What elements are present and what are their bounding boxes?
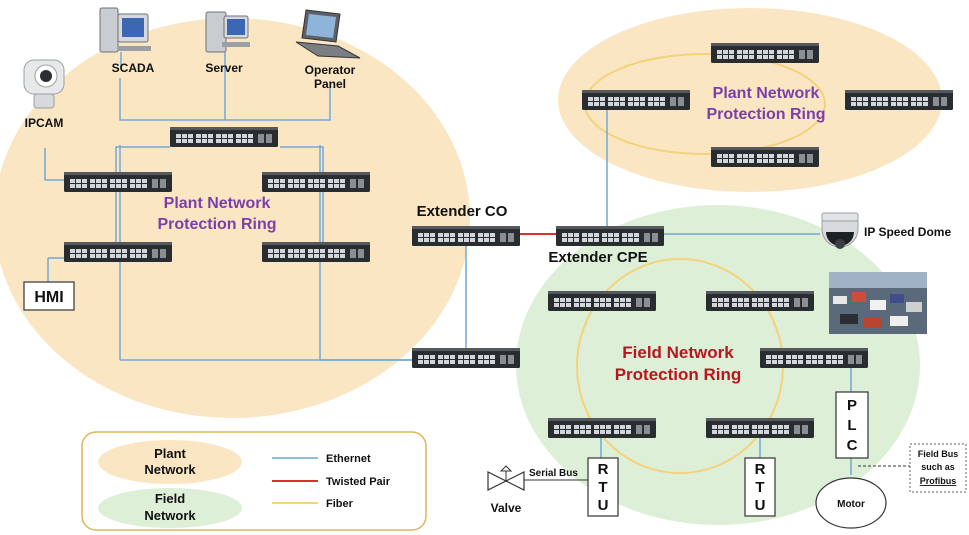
field-bus-label-line3: Profibus — [920, 476, 957, 486]
field-bus-label-line2: such as — [921, 462, 955, 472]
legend-twisted-pair-label: Twisted Pair — [326, 476, 391, 488]
legend-field-label-line1: Field — [155, 491, 185, 506]
operator-panel-laptop-icon — [295, 9, 361, 59]
plc-box — [835, 391, 869, 459]
plc-letter-p: P — [847, 397, 857, 414]
legend-ethernet-label: Ethernet — [326, 453, 371, 465]
plant-network-area-right — [558, 8, 942, 192]
rtu1-letter-r: R — [598, 461, 609, 478]
legend-plant-swatch — [98, 440, 242, 484]
switch-extender-cpe — [556, 226, 664, 246]
switch-field-3 — [760, 348, 868, 368]
hmi-label: HMI — [34, 289, 63, 306]
plant-ring-left-label-line1: Plant Network — [164, 195, 271, 212]
legend-field-label-line2: Network — [144, 508, 196, 523]
switch-left-ring-4 — [262, 242, 370, 262]
switch-field-2 — [706, 291, 814, 311]
legend-plant-label-line2: Network — [144, 462, 196, 477]
ip-speed-dome-label: IP Speed Dome — [864, 225, 951, 239]
switch-field-5 — [706, 418, 814, 438]
valve-label: Valve — [491, 501, 522, 515]
legend — [81, 431, 427, 531]
rtu-box-2 — [744, 457, 776, 517]
server-computer-icon — [205, 11, 250, 53]
rtu2-letter-t: T — [755, 479, 764, 496]
ip-speed-dome-camera-icon — [821, 212, 859, 249]
switch-field-4 — [548, 418, 656, 438]
plant-ring-left-label-line2: Protection Ring — [157, 216, 276, 233]
switch-right-ring-left — [582, 90, 690, 110]
motor-icon — [815, 477, 887, 529]
ipcam-camera-icon — [23, 59, 65, 109]
switch-top-left-core — [170, 127, 278, 147]
rtu1-letter-u: U — [598, 497, 609, 514]
rtu2-letter-r: R — [755, 461, 766, 478]
scada-computer-icon — [99, 7, 151, 53]
left-ring-links — [115, 146, 324, 242]
plc-letter-c: C — [847, 437, 858, 454]
extender-cpe-label: Extender CPE — [548, 249, 647, 266]
traffic-camera-photo — [829, 272, 927, 334]
switch-extender-co — [412, 226, 520, 246]
field-ring-label-line2: Protection Ring — [615, 365, 742, 384]
legend-fiber-label: Fiber — [326, 498, 354, 510]
scada-label: SCADA — [112, 61, 155, 75]
switch-left-ring-3 — [64, 242, 172, 262]
switch-aggregation — [412, 348, 520, 368]
legend-plant-label-line1: Plant — [154, 446, 186, 461]
plc-letter-l: L — [847, 417, 856, 434]
operator-panel-label-line1: Operator — [305, 63, 356, 77]
field-bus-box — [909, 443, 967, 493]
hmi-box — [23, 281, 75, 311]
switch-right-ring-right — [845, 90, 953, 110]
plant-network-area-left — [0, 18, 470, 418]
switch-field-1 — [548, 291, 656, 311]
ipcam-label: IPCAM — [25, 116, 64, 130]
rtu2-letter-u: U — [755, 497, 766, 514]
motor-label: Motor — [837, 499, 865, 510]
plant-ring-right-label-line1: Plant Network — [713, 85, 820, 102]
operator-panel-label-line2: Panel — [314, 77, 346, 91]
valve-icon — [487, 465, 525, 491]
switch-left-ring-2 — [262, 172, 370, 192]
plant-ring-right-label-line2: Protection Ring — [706, 106, 825, 123]
field-ring-label-line1: Field Network — [622, 343, 734, 362]
field-network-area — [516, 205, 920, 525]
server-label: Server — [205, 61, 243, 75]
extender-co-label: Extender CO — [417, 203, 508, 220]
switch-right-ring-bottom — [711, 147, 819, 167]
switch-left-ring-1 — [64, 172, 172, 192]
field-bus-label-line1: Field Bus — [918, 449, 959, 459]
legend-field-swatch — [98, 488, 242, 528]
rtu-box-1 — [587, 457, 619, 517]
switch-right-ring-top — [711, 43, 819, 63]
serial-bus-label: Serial Bus — [529, 468, 578, 479]
rtu1-letter-t: T — [598, 479, 607, 496]
